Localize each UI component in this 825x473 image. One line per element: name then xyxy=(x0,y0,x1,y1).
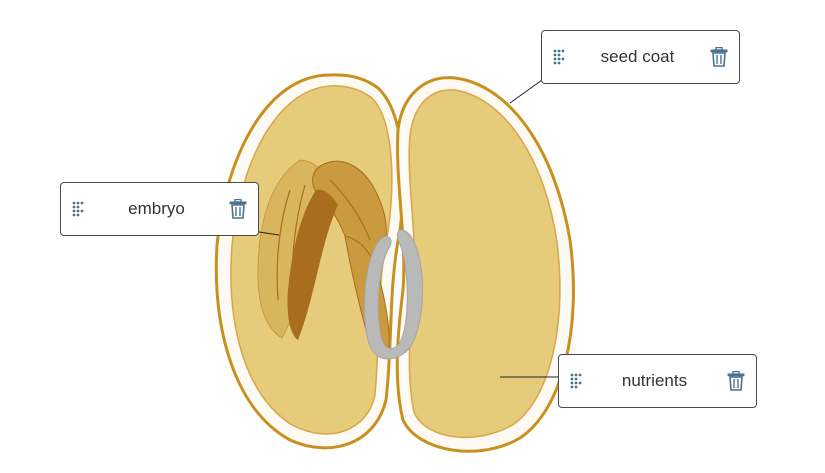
drag-handle-icon[interactable] xyxy=(552,48,566,66)
embryo-stem xyxy=(287,189,338,340)
leader-line-seed-coat xyxy=(509,79,543,104)
label-text-nutrients: nutrients xyxy=(621,371,688,390)
label-card-nutrients[interactable]: nutrients xyxy=(558,354,757,408)
hilum-ring xyxy=(364,229,423,360)
right-cotyledon xyxy=(408,89,561,439)
trash-icon[interactable] xyxy=(726,370,746,392)
embryo-vein-2 xyxy=(290,184,306,321)
label-card-seed-coat[interactable]: seed coat xyxy=(541,30,740,84)
hilum xyxy=(364,229,423,360)
embryo-vein-1 xyxy=(276,189,291,301)
embryo-vein-3 xyxy=(329,179,371,241)
trash-icon[interactable] xyxy=(709,46,729,68)
leader-line-embryo xyxy=(258,231,280,236)
drag-handle-icon[interactable] xyxy=(569,372,583,390)
label-text-seed-coat: seed coat xyxy=(600,47,675,66)
trash-icon[interactable] xyxy=(228,198,248,220)
drag-handle-icon[interactable] xyxy=(71,200,85,218)
right-seed-half xyxy=(395,76,575,453)
label-text-embryo: embryo xyxy=(128,199,185,218)
label-card-embryo[interactable]: embryo xyxy=(60,182,259,236)
